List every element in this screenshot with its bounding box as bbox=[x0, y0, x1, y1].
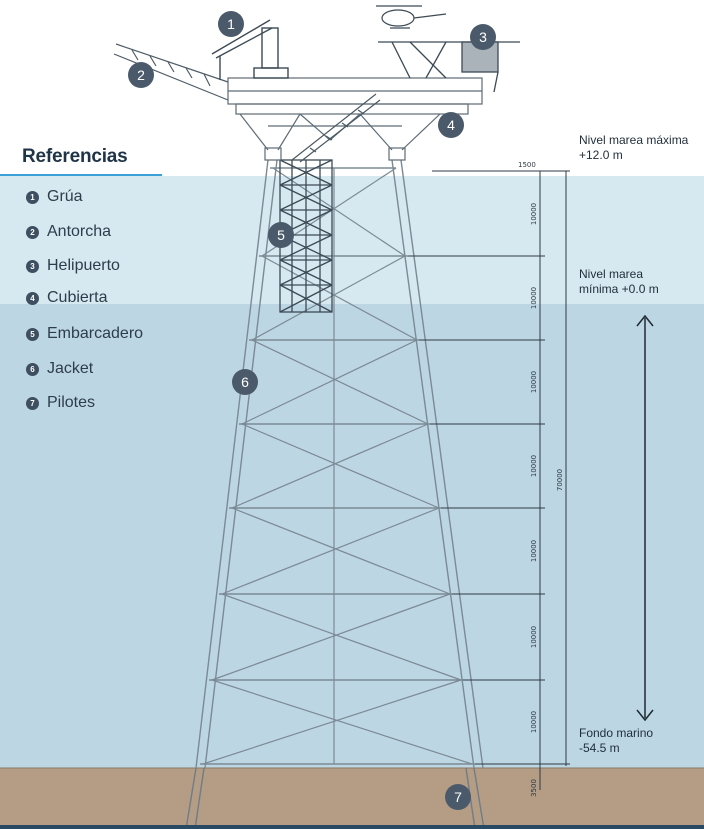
dim-segment: 10000 bbox=[530, 626, 538, 648]
helideck bbox=[378, 41, 520, 93]
max-tide-value: +12.0 m bbox=[579, 148, 623, 162]
reference-item: 6 Jacket bbox=[26, 360, 93, 378]
badge-jacket: 6 bbox=[232, 369, 258, 395]
dim-segment: 10000 bbox=[530, 287, 538, 309]
reference-number: 3 bbox=[26, 259, 39, 273]
reference-item: 5 Embarcadero bbox=[26, 325, 143, 343]
reference-number: 5 bbox=[26, 327, 39, 341]
seabed-band bbox=[0, 768, 704, 825]
reference-label: Grúa bbox=[47, 188, 83, 205]
reference-label: Pilotes bbox=[47, 394, 96, 411]
reference-number: 1 bbox=[26, 190, 39, 204]
lower-water-band bbox=[0, 304, 704, 768]
dim-segment: 10000 bbox=[530, 711, 538, 733]
dimension-labels: 1500 70000 3500 10000 10000 10000 10000 1000… bbox=[518, 161, 564, 797]
badge-helideck: 3 bbox=[470, 24, 496, 50]
max-tide-title: Nivel marea máxima bbox=[579, 133, 689, 147]
badge-deck: 4 bbox=[438, 112, 464, 138]
crane bbox=[211, 19, 289, 80]
references-underline bbox=[0, 174, 162, 176]
flare-boom bbox=[113, 43, 229, 101]
max-tide-label: Nivel marea máxima +12.0 m bbox=[579, 133, 688, 163]
reference-item: 4 Cubierta bbox=[26, 289, 107, 307]
deck-structure bbox=[227, 77, 483, 161]
reference-item: 1 Grúa bbox=[26, 188, 83, 206]
min-tide-value: mínima +0.0 m bbox=[579, 282, 659, 296]
reference-label: Antorcha bbox=[47, 223, 112, 240]
reference-item: 7 Pilotes bbox=[26, 394, 95, 412]
badge-flare: 2 bbox=[128, 62, 154, 88]
dim-segment: 10000 bbox=[530, 540, 538, 562]
badge-boat-landing: 5 bbox=[268, 222, 294, 248]
badge-crane: 1 bbox=[218, 11, 244, 37]
reference-number: 6 bbox=[26, 362, 39, 376]
dimension-scale bbox=[408, 170, 570, 790]
badge-piles: 7 bbox=[445, 784, 471, 810]
piles bbox=[185, 767, 485, 829]
min-tide-label: Nivel marea mínima +0.0 m bbox=[579, 267, 659, 297]
stairway bbox=[291, 93, 381, 163]
dim-segment: 10000 bbox=[530, 203, 538, 225]
dim-segment: 10000 bbox=[530, 371, 538, 393]
reference-label: Helipuerto bbox=[47, 257, 120, 274]
reference-number: 2 bbox=[26, 225, 39, 239]
tide-range-arrow bbox=[636, 314, 654, 722]
references-title: Referencias bbox=[22, 146, 128, 167]
reference-label: Jacket bbox=[47, 360, 94, 377]
seabed-label: Fondo marino -54.5 m bbox=[579, 726, 653, 756]
dim-segment: 10000 bbox=[530, 455, 538, 477]
reference-number: 7 bbox=[26, 396, 39, 410]
reference-item: 3 Helipuerto bbox=[26, 257, 120, 275]
seabed-title: Fondo marino bbox=[579, 726, 654, 740]
reference-label: Embarcadero bbox=[47, 325, 144, 342]
bottom-bar bbox=[0, 825, 704, 829]
jacket-legs bbox=[195, 159, 484, 769]
reference-label: Cubierta bbox=[47, 289, 108, 306]
seabed-value: -54.5 m bbox=[579, 741, 620, 755]
helicopter-icon bbox=[376, 5, 447, 29]
dim-top: 1500 bbox=[518, 161, 536, 169]
dim-base: 3500 bbox=[530, 779, 538, 797]
reference-number: 4 bbox=[26, 291, 39, 305]
reference-item: 2 Antorcha bbox=[26, 223, 111, 241]
dim-total: 70000 bbox=[556, 469, 564, 491]
min-tide-title: Nivel marea bbox=[579, 267, 644, 281]
